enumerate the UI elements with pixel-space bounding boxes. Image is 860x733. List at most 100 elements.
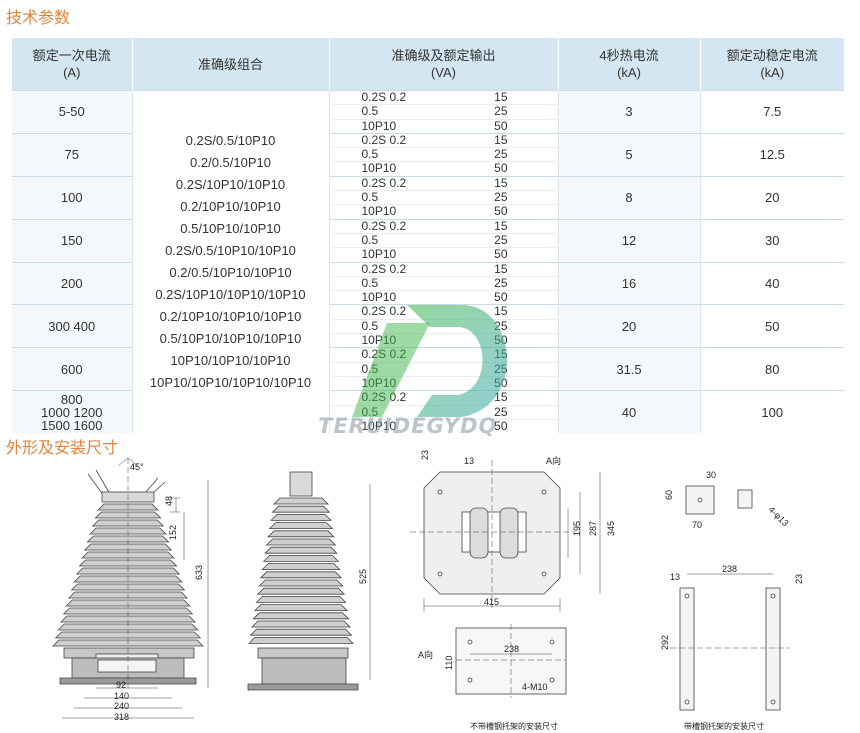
parameter-table: 额定一次电流(A) 准确级组合 准确级及额定输出(VA) 4秒热电流(kA) 额… xyxy=(12,38,844,434)
accuracy-class: 0.2S 0.2 xyxy=(361,390,407,405)
cell-current: 800 1000 1200 1500 1600 xyxy=(12,390,133,434)
cell-current: 600 xyxy=(12,347,133,391)
accuracy-va: 15 xyxy=(494,90,508,104)
insulator-shed xyxy=(78,559,178,567)
accuracy-va: 50 xyxy=(494,204,508,219)
cell-thermal: 12 xyxy=(558,218,701,263)
insulator-shed xyxy=(270,514,332,521)
combination-item: 0.2/0.5/10P10/10P10 xyxy=(169,265,292,281)
dim-plate-70: 70 xyxy=(692,520,702,530)
header-current: 额定一次电流(A) xyxy=(12,38,133,91)
dim-front-318: 318 xyxy=(114,712,129,722)
accuracy-class: 0.5 xyxy=(361,232,379,247)
insulator-shed xyxy=(81,551,175,559)
cell-thermal: 20 xyxy=(558,304,701,348)
section-title-dimensions: 外形及安装尺寸 xyxy=(6,438,119,457)
accuracy-class: 0.5 xyxy=(361,147,379,162)
accuracy-class: 10P10 xyxy=(361,375,397,390)
insulator-shed xyxy=(59,615,197,623)
accuracy-va: 50 xyxy=(494,375,508,390)
bracket-view-drawing: 238 13 23 292 带槽钢托架的安装尺寸 xyxy=(660,564,804,731)
dim-top-13: 13 xyxy=(464,456,474,466)
insulator-shed xyxy=(255,596,347,603)
accuracy-va: 15 xyxy=(494,218,508,233)
plate-detail-drawing: 30 60 70 4-φ13 xyxy=(664,470,791,530)
insulator-shed xyxy=(271,505,331,513)
accuracy-va: 50 xyxy=(494,290,508,305)
combination-item: 0.2/10P10/10P10/10P10 xyxy=(159,309,302,325)
watermark-text: TERUIDEGYDQ xyxy=(318,414,498,438)
accuracy-va: 25 xyxy=(494,147,508,162)
insulator-shed xyxy=(253,604,349,611)
dimension-drawings: 45° 48 152 633 92 140 240 318 525 415 23 xyxy=(52,450,804,731)
accuracy-class: 10P10 xyxy=(361,290,397,305)
combination-item: 0.2S/0.5/10P10 xyxy=(185,133,276,149)
dim-top-287: 287 xyxy=(588,521,598,536)
accuracy-va: 15 xyxy=(494,261,508,276)
cell-current: 5-50 xyxy=(12,90,133,134)
accuracy-va: 25 xyxy=(494,361,508,376)
accuracy-va: 15 xyxy=(494,347,508,362)
accuracy-class: 10P10 xyxy=(361,204,397,219)
cell-current: 100 xyxy=(12,175,133,220)
dim-front-633: 633 xyxy=(194,565,204,580)
accuracy-class: 10P10 xyxy=(361,333,397,348)
cell-dynamic: 40 xyxy=(700,261,844,305)
combination-item: 0.2/10P10/10P10 xyxy=(180,199,281,215)
accuracy-class: 0.5 xyxy=(361,318,379,333)
cell-thermal: 8 xyxy=(558,175,701,220)
accuracy-row: 0.2S 0.2 15 xyxy=(329,261,558,277)
accuracy-row: 0.5 25 xyxy=(329,147,558,163)
cell-thermal: 40 xyxy=(558,390,701,434)
cell-dynamic: 80 xyxy=(700,347,844,391)
insulator-shed xyxy=(258,579,344,587)
header-accuracy-output: 准确级及额定输出(VA) xyxy=(329,38,559,91)
combination-item: 10P10/10P10/10P10 xyxy=(170,353,291,369)
accuracy-class: 10P10 xyxy=(361,247,397,262)
accuracy-class: 10P10 xyxy=(361,118,397,133)
dim-bracket-23: 23 xyxy=(794,574,804,584)
insulator-shed xyxy=(252,612,350,620)
accuracy-row: 0.5 25 xyxy=(329,318,558,335)
top-view-drawing: 415 23 13 A向 195 287 345 xyxy=(410,450,616,612)
dim-bracket-238: 238 xyxy=(722,564,737,574)
header-combination: 准确级组合 xyxy=(132,38,330,91)
accuracy-class: 0.5 xyxy=(361,104,379,119)
accuracy-class: 0.2S 0.2 xyxy=(361,304,407,319)
accuracy-class: 0.2S 0.2 xyxy=(361,261,407,276)
accuracy-class: 0.2S 0.2 xyxy=(361,218,407,233)
accuracy-va: 25 xyxy=(494,190,508,205)
accuracy-va: 25 xyxy=(494,275,508,290)
header-thermal: 4秒热电流(kA) xyxy=(558,38,701,91)
bottom-view-drawing: 238 A向 110 4-M10 不带槽钢托架的安装尺寸 xyxy=(418,624,567,731)
accuracy-va: 25 xyxy=(494,318,508,333)
accuracy-class: 10P10 xyxy=(361,161,397,176)
dim-front-240: 240 xyxy=(114,701,129,711)
accuracy-row: 10P10 50 xyxy=(330,290,558,305)
cell-current: 200 xyxy=(12,261,133,305)
accuracy-va: 50 xyxy=(494,161,508,176)
side-view-drawing: 525 xyxy=(247,471,371,691)
insulator-shed xyxy=(273,497,329,505)
accuracy-class: 0.2S 0.2 xyxy=(361,347,407,362)
combination-item: 0.5/10P10/10P10/10P10 xyxy=(159,331,302,347)
insulator-shed xyxy=(262,555,340,562)
combination-item: 10P10/10P10/10P10/10P10 xyxy=(149,375,312,391)
insulator-shed xyxy=(259,571,343,579)
accuracy-class: 0.2S 0.2 xyxy=(361,132,407,147)
dim-bracket-13: 13 xyxy=(670,572,680,582)
accuracy-class: 10P10 xyxy=(361,418,397,433)
